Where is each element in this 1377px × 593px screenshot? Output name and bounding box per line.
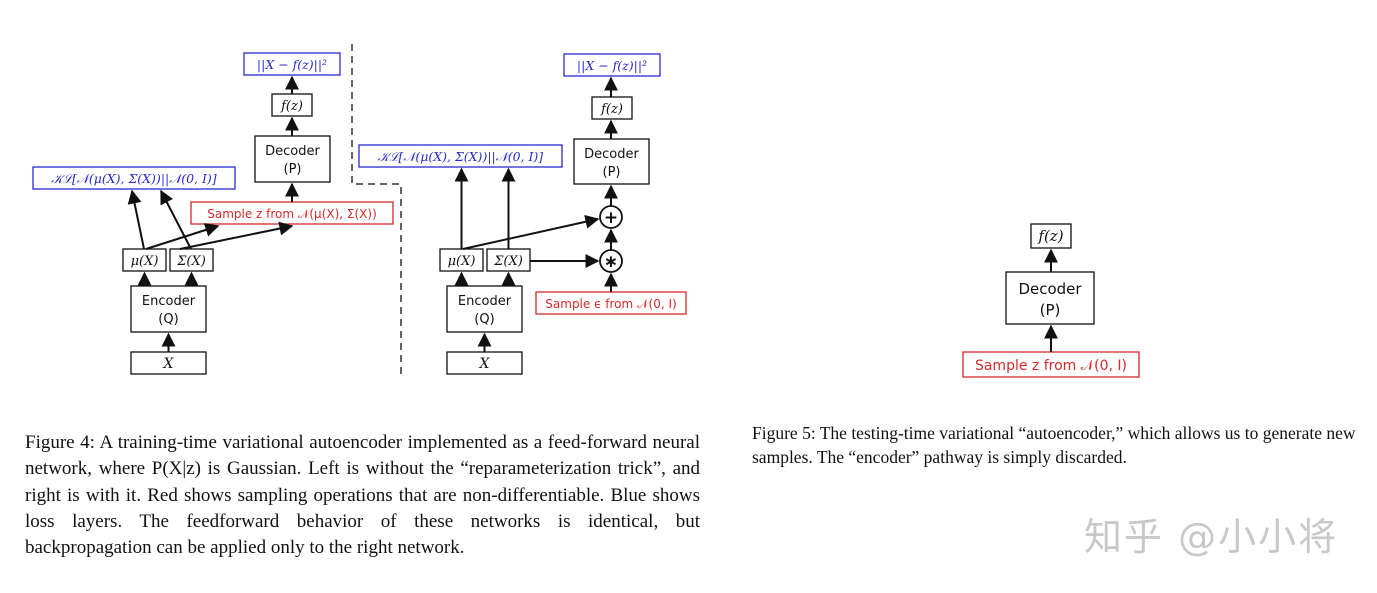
left-sigma-label: Σ(X) (176, 254, 206, 269)
fig5-sample-label: Sample z from 𝒩(0, I) (975, 358, 1127, 374)
watermark: 知乎 @小小将 (1084, 515, 1339, 559)
right-add-symbol: + (604, 208, 618, 228)
left-sample-label: Sample z from 𝒩(μ(X), Σ(X)) (207, 207, 377, 221)
right-recon-loss-label: ||X − f(z)||² (577, 58, 647, 73)
right-decoder-param: (P) (603, 165, 621, 180)
fig4-right-network: X Encoder (Q) μ(X) Σ(X) 𝒦ℒ[𝒩(μ(X), Σ(X))… (358, 53, 687, 375)
right-encoder-param: (Q) (474, 312, 494, 327)
left-encoder-title: Encoder (142, 294, 196, 309)
left-input-label: X (163, 356, 175, 372)
left-decoder-param: (P) (284, 162, 302, 177)
right-sigma-label: Σ(X) (493, 254, 523, 269)
right-decoder-title: Decoder (584, 147, 639, 162)
left-kl-loss-label: 𝒦ℒ[𝒩(μ(X), Σ(X))||𝒩(0, I)] (51, 171, 217, 186)
right-sample-label: Sample ϵ from 𝒩(0, I) (545, 297, 676, 311)
right-input-label: X (479, 356, 491, 372)
left-fz-label: f(z) (280, 99, 303, 114)
right-fz-label: f(z) (600, 102, 623, 117)
fig5-decoder-param: (P) (1040, 301, 1061, 319)
left-kl-loss-box (32, 166, 236, 190)
right-kl-loss-box (358, 144, 563, 168)
figure5-caption: Figure 5: The testing-time variational “… (752, 423, 1356, 467)
right-multiply-symbol: ∗ (604, 252, 618, 272)
left-sigma-box (169, 248, 214, 272)
left-decoder-title: Decoder (265, 144, 320, 159)
right-kl-loss-label: 𝒦ℒ[𝒩(μ(X), Σ(X))||𝒩(0, I)] (378, 149, 544, 164)
fig4-left-network: X Encoder (Q) μ(X) Σ(X) 𝒦ℒ[𝒩(μ(X), Σ(X))… (32, 52, 394, 375)
fig5-fz-box (1030, 223, 1072, 249)
fig5-decoder-title: Decoder (1018, 280, 1082, 298)
left-encoder-param: (Q) (158, 312, 178, 327)
left-arrows (127, 75, 299, 352)
right-encoder-title: Encoder (458, 294, 512, 309)
right-recon-loss-box (563, 53, 661, 77)
left-recon-loss-box (243, 52, 341, 76)
right-mu-label: μ(X) (448, 254, 476, 269)
right-encoder-box (446, 285, 523, 333)
figure4-caption: Figure 4: A training-time variational au… (25, 432, 700, 559)
left-mu-box (122, 248, 167, 272)
left-recon-loss-label: ||X − f(z)||² (257, 57, 327, 72)
left-encoder-box (130, 285, 207, 333)
fig5-network: f(z) Decoder (P) Sample z from 𝒩(0, I) (962, 223, 1140, 378)
fig5-fz-label: f(z) (1037, 227, 1063, 245)
right-arrows (454, 76, 618, 352)
left-mu-label: μ(X) (131, 254, 159, 269)
